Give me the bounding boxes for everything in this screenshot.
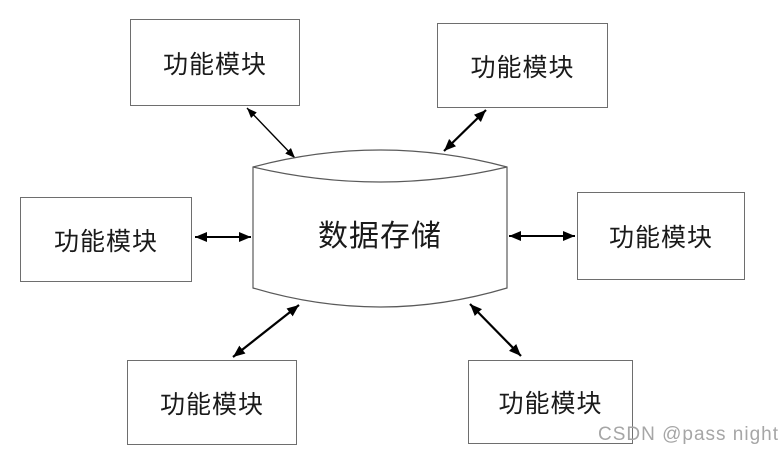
module-label: 功能模块 — [162, 51, 267, 79]
module-box-top-left: 功能模块 — [130, 19, 300, 106]
module-box-bottom-right: 功能模块 — [468, 360, 633, 444]
connector-bottom-right — [469, 303, 522, 357]
data-store-label: 数据存储 — [318, 220, 442, 253]
module-label: 功能模块 — [159, 391, 264, 419]
module-label: 功能模块 — [498, 391, 603, 418]
module-box-middle-left: 功能模块 — [20, 197, 192, 282]
module-box-middle-right: 功能模块 — [577, 192, 745, 280]
connector-top-right — [443, 109, 487, 152]
module-label: 功能模块 — [608, 225, 713, 252]
module-box-top-right: 功能模块 — [437, 23, 608, 108]
module-box-bottom-left: 功能模块 — [127, 360, 297, 445]
csdn-watermark: CSDN @pass night — [597, 424, 779, 445]
connector-top-left — [246, 107, 296, 159]
connector-bottom-left — [232, 304, 300, 358]
module-label: 功能模块 — [470, 54, 575, 82]
module-label: 功能模块 — [53, 228, 158, 256]
data-store-cylinder-shape — [252, 149, 508, 308]
